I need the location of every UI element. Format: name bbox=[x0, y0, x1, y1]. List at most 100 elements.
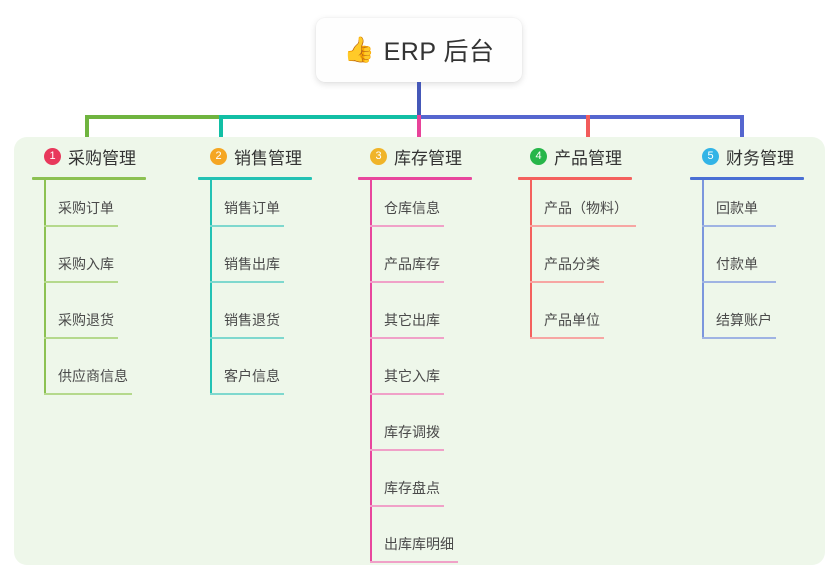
leaf-item-label: 产品（物料） bbox=[544, 200, 628, 216]
leaf-underline bbox=[702, 281, 776, 283]
leaf-item[interactable]: 其它出库 bbox=[370, 292, 472, 348]
leaf-item-label: 销售退货 bbox=[224, 312, 280, 328]
leaf-underline bbox=[702, 225, 776, 227]
leaf-item[interactable]: 销售出库 bbox=[210, 236, 312, 292]
leaf-item[interactable]: 出库库明细 bbox=[370, 516, 472, 572]
leaf-list: 回款单付款单结算账户 bbox=[702, 180, 804, 348]
leaf-underline bbox=[530, 281, 604, 283]
branch-underline bbox=[690, 177, 804, 180]
branch-trunk-line bbox=[370, 180, 372, 563]
leaf-item-label: 采购订单 bbox=[58, 200, 114, 216]
leaf-item[interactable]: 采购订单 bbox=[44, 180, 146, 236]
leaf-item-label: 库存调拨 bbox=[384, 424, 440, 440]
branch-trunk-line bbox=[44, 180, 46, 395]
connector-root-stem bbox=[417, 82, 421, 117]
leaf-item[interactable]: 库存调拨 bbox=[370, 404, 472, 460]
leaf-underline bbox=[210, 337, 284, 339]
leaf-underline bbox=[530, 225, 636, 227]
leaf-underline bbox=[210, 225, 284, 227]
leaf-item[interactable]: 结算账户 bbox=[702, 292, 804, 348]
leaf-underline bbox=[44, 225, 118, 227]
leaf-item[interactable]: 销售退货 bbox=[210, 292, 312, 348]
connector-bus-segment-1 bbox=[85, 115, 221, 119]
leaf-underline bbox=[44, 337, 118, 339]
leaf-underline bbox=[370, 337, 444, 339]
leaf-underline bbox=[370, 505, 444, 507]
leaf-item-label: 销售订单 bbox=[224, 200, 280, 216]
root-node[interactable]: 👍 ERP 后台 bbox=[316, 18, 522, 82]
connector-drop-inventory bbox=[417, 115, 421, 143]
thumbs-up-emoji: 👍 bbox=[343, 35, 375, 64]
branch-column-purchasing: 1 采购管理采购订单采购入库采购退货供应商信息 bbox=[32, 142, 146, 404]
leaf-underline bbox=[210, 393, 284, 395]
leaf-list: 采购订单采购入库采购退货供应商信息 bbox=[44, 180, 146, 404]
leaf-item[interactable]: 其它入库 bbox=[370, 348, 472, 404]
leaf-underline bbox=[370, 449, 444, 451]
leaf-item-label: 其它入库 bbox=[384, 368, 440, 384]
leaf-item-label: 产品单位 bbox=[544, 312, 600, 328]
leaf-item[interactable]: 销售订单 bbox=[210, 180, 312, 236]
leaf-item[interactable]: 产品库存 bbox=[370, 236, 472, 292]
leaf-item[interactable]: 付款单 bbox=[702, 236, 804, 292]
leaf-list: 仓库信息产品库存其它出库其它入库库存调拨库存盘点出库库明细 bbox=[370, 180, 472, 572]
branch-number-badge: 4 bbox=[530, 147, 547, 165]
leaf-item[interactable]: 客户信息 bbox=[210, 348, 312, 404]
leaf-underline bbox=[530, 337, 604, 339]
leaf-underline bbox=[44, 393, 132, 395]
leaf-item[interactable]: 采购退货 bbox=[44, 292, 146, 348]
leaf-underline bbox=[370, 393, 444, 395]
leaf-item[interactable]: 采购入库 bbox=[44, 236, 146, 292]
leaf-item-label: 仓库信息 bbox=[384, 200, 440, 216]
leaf-item-label: 产品分类 bbox=[544, 256, 600, 272]
connector-bus-segment-2 bbox=[219, 115, 419, 119]
leaf-underline bbox=[702, 337, 776, 339]
leaf-item[interactable]: 产品分类 bbox=[530, 236, 632, 292]
root-node-label: ERP 后台 bbox=[383, 38, 495, 66]
branch-underline bbox=[518, 177, 632, 180]
branch-underline bbox=[198, 177, 312, 180]
branch-trunk-line bbox=[210, 180, 212, 395]
branch-header[interactable]: 5 财务管理 bbox=[690, 142, 804, 170]
branch-column-sales: 2 销售管理销售订单销售出库销售退货客户信息 bbox=[198, 142, 312, 404]
leaf-underline bbox=[370, 225, 444, 227]
leaf-item-label: 采购入库 bbox=[58, 256, 114, 272]
branch-column-finance: 5 财务管理回款单付款单结算账户 bbox=[690, 142, 804, 348]
connector-drop-finance bbox=[740, 115, 744, 143]
leaf-item-label: 库存盘点 bbox=[384, 480, 440, 496]
leaf-item-label: 付款单 bbox=[716, 256, 758, 272]
branch-number-badge: 2 bbox=[210, 147, 227, 165]
branch-number-badge: 5 bbox=[702, 147, 719, 165]
leaf-item[interactable]: 回款单 bbox=[702, 180, 804, 236]
leaf-underline bbox=[370, 561, 458, 563]
leaf-list: 销售订单销售出库销售退货客户信息 bbox=[210, 180, 312, 404]
branch-underline bbox=[358, 177, 472, 180]
leaf-item-label: 回款单 bbox=[716, 200, 758, 216]
leaf-item[interactable]: 仓库信息 bbox=[370, 180, 472, 236]
leaf-item[interactable]: 产品单位 bbox=[530, 292, 632, 348]
leaf-underline bbox=[210, 281, 284, 283]
leaf-item[interactable]: 供应商信息 bbox=[44, 348, 146, 404]
leaf-item-label: 供应商信息 bbox=[58, 368, 128, 384]
leaf-item-label: 出库库明细 bbox=[384, 536, 454, 552]
connector-drop-product bbox=[586, 115, 590, 143]
leaf-item[interactable]: 产品（物料） bbox=[530, 180, 636, 236]
branch-trunk-line bbox=[530, 180, 532, 339]
branch-title: 采购管理 bbox=[68, 148, 136, 168]
leaf-list: 产品（物料） 产品分类产品单位 bbox=[530, 180, 636, 348]
branch-title: 销售管理 bbox=[234, 148, 302, 168]
branch-header[interactable]: 1 采购管理 bbox=[32, 142, 146, 170]
branch-header[interactable]: 2 销售管理 bbox=[198, 142, 312, 170]
branch-number-badge: 1 bbox=[44, 147, 61, 165]
leaf-underline bbox=[44, 281, 118, 283]
leaf-item-label: 销售出库 bbox=[224, 256, 280, 272]
leaf-item[interactable]: 库存盘点 bbox=[370, 460, 472, 516]
branch-trunk-line bbox=[702, 180, 704, 339]
branch-underline bbox=[32, 177, 146, 180]
branch-title: 财务管理 bbox=[726, 148, 794, 168]
branch-panel bbox=[14, 137, 825, 565]
leaf-item-label: 结算账户 bbox=[716, 312, 772, 328]
